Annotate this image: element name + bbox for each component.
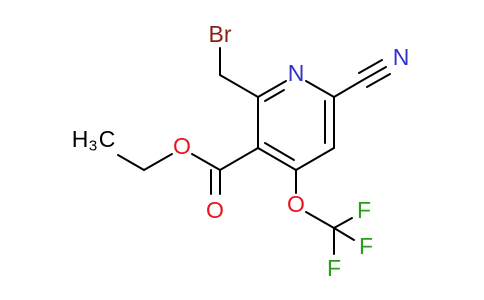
bond-c2-ch2: [219, 74, 259, 98]
bond-c3-carbonyl: [219, 147, 259, 171]
methyl-label: H 3 C: [72, 126, 116, 155]
atom-bromine: Br: [209, 21, 232, 47]
bond-c3-c4: [257, 147, 297, 171]
bond-c4-c5: [295, 147, 335, 171]
bond-n1-c2: [257, 80, 287, 98]
nitrile-triple-3: [366, 73, 391, 88]
nitrile-triple-2: [358, 59, 383, 74]
atom-fluorine-3: F: [327, 255, 341, 281]
atom-carbonyl-oxygen: O: [206, 197, 224, 223]
atom-ester-oxygen: O: [173, 133, 191, 159]
atom-nitrile-nitrogen: N: [393, 44, 410, 70]
atom-fluorine-2: F: [359, 233, 373, 259]
bond-ch2-ch3: [117, 154, 145, 171]
methyl-subscript: 3: [89, 138, 97, 155]
atom-ether-oxygen: O: [287, 191, 305, 217]
bond-oester-ch2: [143, 153, 173, 171]
pyridine-ring: [257, 80, 335, 171]
nitrile-triple-1: [362, 66, 387, 81]
bond-carbonyl-oester: [191, 153, 221, 171]
methyl-h: H: [72, 126, 89, 152]
atom-fluorine-1: F: [357, 197, 371, 223]
bond-oether-cf3: [305, 211, 335, 229]
bond-c3-c4-inner: [264, 142, 295, 161]
methyl-c: C: [99, 126, 116, 152]
atom-ring-nitrogen: N: [288, 60, 305, 86]
bond-n1-c2-inner: [264, 89, 285, 102]
bond-c6-n1: [305, 80, 335, 98]
bond-cf3-f1: [333, 217, 353, 229]
bond-cf3-f2: [333, 227, 355, 241]
bond-c6-cn: [333, 79, 364, 98]
